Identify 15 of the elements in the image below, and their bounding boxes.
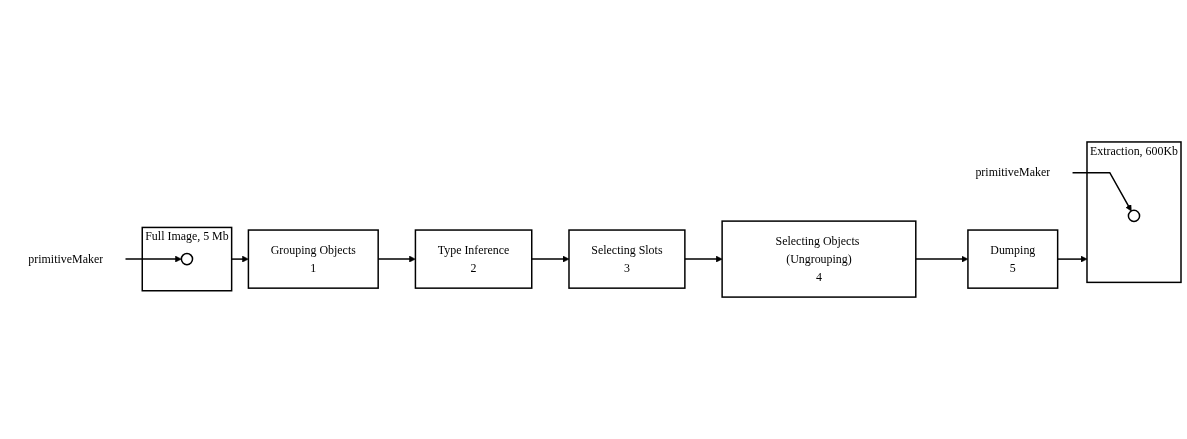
node-box: Selecting Objects (Ungrouping) 4	[721, 220, 917, 298]
node-text: primitiveMaker	[28, 252, 104, 266]
node-circle	[1127, 209, 1141, 223]
node-text: primitiveMaker	[975, 165, 1051, 179]
node-box: Grouping Objects 1	[247, 229, 379, 289]
arrow	[124, 255, 182, 263]
arrow	[230, 255, 249, 263]
node-box: Selecting Slots 3	[568, 229, 686, 289]
node-circle	[180, 252, 194, 266]
cluster: Full Image, 5 Mb	[141, 226, 233, 292]
node-box: Dumping 5	[967, 229, 1059, 289]
cluster: Extraction, 600Kb	[1086, 141, 1182, 284]
arrow	[684, 255, 723, 263]
node-box: Type Inference 2	[414, 229, 533, 289]
arrow	[1071, 171, 1132, 212]
